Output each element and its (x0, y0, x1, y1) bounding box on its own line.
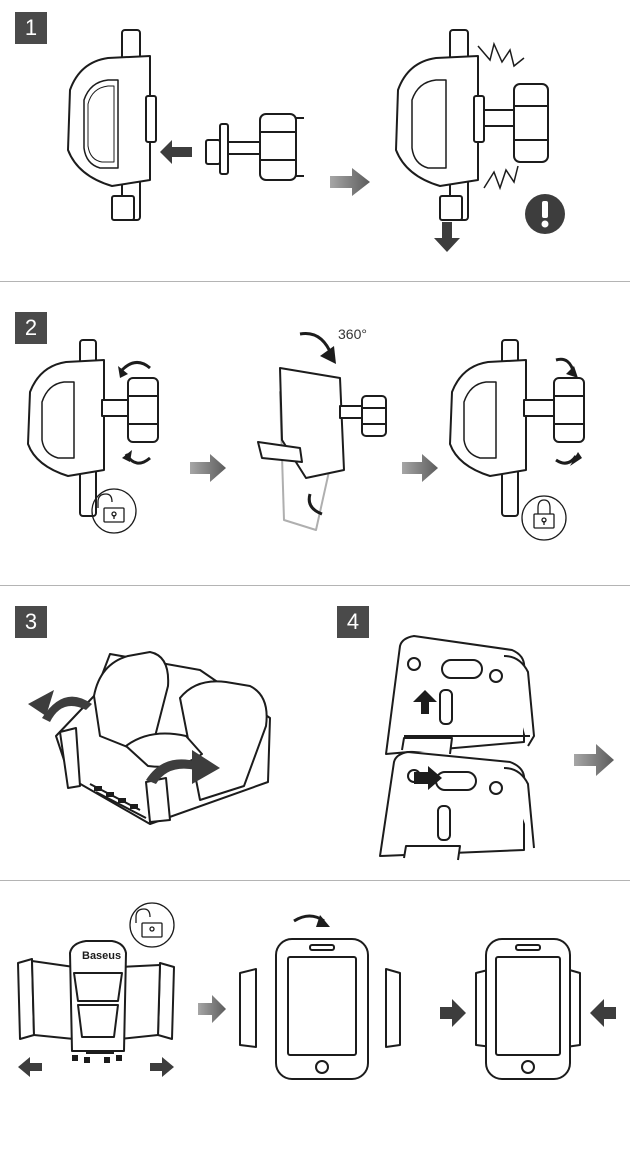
right-arrow-icon (198, 995, 226, 1023)
vent-clip (205, 113, 304, 181)
step-1-illustration (67, 29, 565, 252)
right-arrow-icon (402, 454, 438, 482)
impact-burst-icon (477, 41, 525, 191)
right-arrow-icon (330, 168, 370, 196)
holder-back-bottom (379, 751, 535, 861)
holder-perspective-view (55, 651, 271, 825)
holder-unlocked (27, 339, 159, 517)
unlock-icon (129, 902, 175, 948)
step-2-panel: 2 360° (0, 282, 630, 584)
right-arrow-icon (414, 766, 442, 790)
phone-in-holder (239, 938, 401, 1080)
step-2-badge: 2 (15, 312, 47, 344)
down-arrow-icon (434, 222, 460, 252)
step-3-badge: 3 (15, 606, 47, 638)
curved-arrow-icon (42, 696, 92, 722)
left-arrow-icon (590, 999, 616, 1027)
step-5-panel: Baseus (0, 881, 630, 1160)
step-1-panel: 1 (0, 0, 630, 280)
left-arrow-icon (18, 1057, 42, 1077)
holder-rotating (257, 367, 387, 531)
step-4-badge: 4 (337, 606, 369, 638)
left-arrow-icon (160, 140, 192, 164)
holder-back-top (385, 635, 535, 755)
curved-arrow-icon (146, 759, 198, 784)
step-2-illustration (27, 331, 585, 541)
step-1-badge: 1 (15, 12, 47, 44)
warning-icon (525, 194, 565, 234)
step-3-4-panel: 3 4 (0, 586, 630, 880)
right-arrow-icon (190, 454, 226, 482)
holder-side-view-attached (395, 29, 549, 221)
right-arrow-icon (574, 744, 614, 776)
right-arrow-icon (150, 1057, 174, 1077)
holder-locked (449, 339, 585, 517)
divider-2 (0, 585, 630, 586)
rotation-label: 360° (338, 326, 367, 342)
step-3-4-illustration (28, 635, 614, 861)
up-arrow-icon (413, 690, 437, 714)
lock-icon (521, 495, 567, 541)
phone-clamped (475, 938, 581, 1080)
holder-side-view (67, 29, 157, 221)
step-5-illustration: Baseus (17, 902, 616, 1080)
brand-text: Baseus (82, 950, 121, 962)
right-arrow-icon (440, 999, 466, 1027)
holder-front-view (17, 940, 175, 1054)
unlock-icon (91, 488, 137, 534)
divider-1 (0, 281, 630, 282)
divider-3 (0, 880, 630, 881)
